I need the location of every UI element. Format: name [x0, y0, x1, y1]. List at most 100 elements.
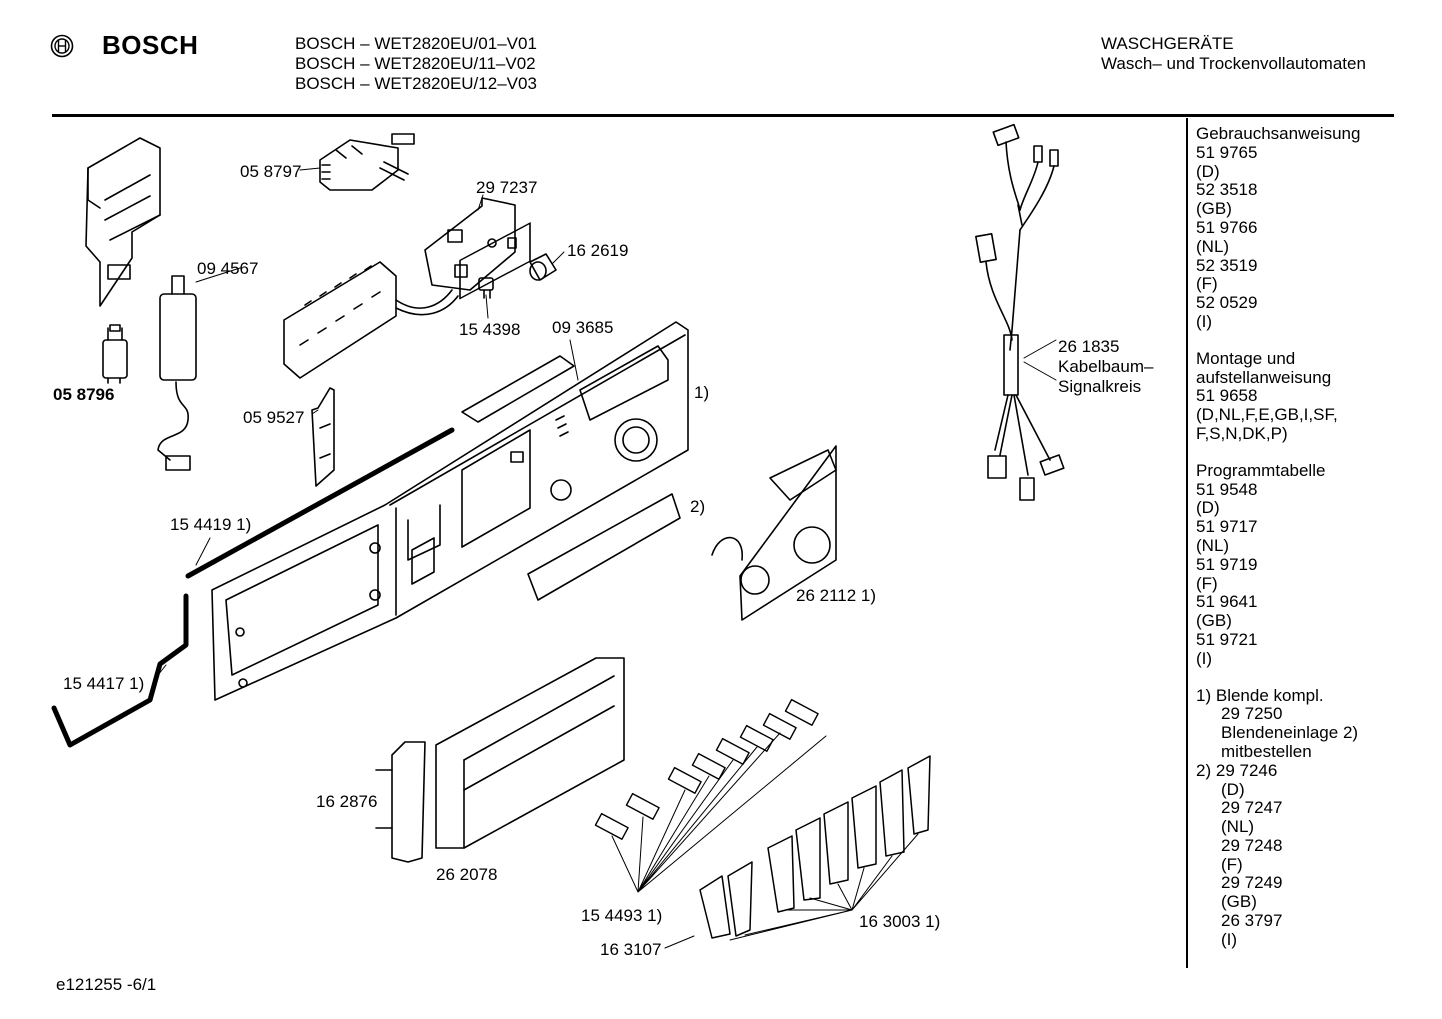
documentation-sidebar: Gebrauchsanweisung 51 9765 (D) 52 3518 (… [1196, 124, 1361, 950]
drawer-cover [435, 657, 625, 849]
brand-name: BOSCH [102, 30, 199, 60]
sidebar-line: 51 9719 [1196, 554, 1258, 574]
small-capacitor [102, 324, 128, 384]
label-059527: 05 9527 [243, 408, 305, 427]
sidebar-line: (D,NL,F,E,GB,I,SF, [1196, 405, 1338, 425]
sidebar-line: aufstellanweisung [1196, 367, 1332, 387]
mounting-bracket [85, 137, 161, 307]
fascia-panel [211, 222, 689, 701]
connector-15-4398 [478, 277, 494, 299]
sidebar-line: (F) [1221, 854, 1243, 874]
blende-insert [527, 493, 681, 601]
note-marker: 1) [1196, 685, 1212, 705]
rotary-switch [319, 133, 415, 191]
label-163107: 16 3107 [600, 940, 662, 959]
label-261835: 26 1835 [1058, 337, 1120, 356]
header-rule [52, 114, 1394, 117]
rod-15-4419 [185, 427, 455, 579]
sidebar-line: 52 3518 [1196, 180, 1258, 200]
note-text: Blende kompl. [1215, 685, 1324, 705]
leader-lines [153, 167, 579, 681]
label-058797: 05 8797 [240, 162, 302, 181]
sidebar-line: (NL) [1196, 236, 1230, 256]
sidebar-line: (D) [1196, 161, 1220, 181]
led-board [283, 261, 459, 379]
label-058796: 05 8796 [53, 385, 115, 404]
label-297237: 29 7237 [476, 178, 538, 197]
capacitor [157, 275, 197, 471]
sidebar-line: 51 9717 [1196, 517, 1258, 537]
gebrauch-block: Gebrauchsanweisung 51 9765 (D) 52 3518 (… [1196, 124, 1361, 332]
sidebar-line: Blendeneinlage 2) [1221, 723, 1359, 743]
sidebar-line: 29 7248 [1221, 835, 1283, 855]
sidebar-line: (GB) [1196, 611, 1232, 631]
springs [594, 698, 827, 893]
sidebar-line: (I) [1196, 648, 1213, 668]
label-094567: 09 4567 [197, 259, 259, 278]
button-bar [375, 741, 426, 863]
footer-id: e121255 -6/1 [56, 975, 157, 994]
sidebar-line: (F) [1196, 573, 1218, 593]
brand-block: BOSCH [50, 30, 198, 61]
sidebar-line: 51 9548 [1196, 479, 1258, 499]
label-262112: 26 2112 1) [796, 586, 877, 605]
control-pcb [424, 197, 517, 291]
category-subtitle: Wasch– und Trockenvollautomaten [1101, 54, 1366, 73]
sidebar-line: 51 9658 [1196, 386, 1258, 406]
sidebar-line: 51 9641 [1196, 592, 1258, 612]
sidebar-line: 29 7249 [1221, 873, 1283, 893]
sidebar-line: 51 9721 [1196, 629, 1258, 649]
model-line-2: BOSCH – WET2820EU/11–V02 [295, 54, 536, 73]
note-2-line: 2) 29 7246 [1196, 760, 1360, 781]
note-marker: 2) [1196, 760, 1212, 780]
label-cable-2: Signalkreis [1058, 377, 1142, 396]
sidebar-line: Montage und [1196, 348, 1296, 368]
note-1-line: 1) Blende kompl. [1196, 685, 1360, 706]
label-162876: 16 2876 [316, 792, 378, 811]
lever-05-9527 [311, 387, 335, 487]
bosch-logo-icon [50, 34, 74, 57]
sidebar-line: 29 7250 [1221, 704, 1283, 724]
sidebar-line: (GB) [1221, 892, 1257, 912]
label-162619: 16 2619 [567, 241, 629, 260]
sidebar-line: F,S,N,DK,P) [1196, 423, 1288, 443]
sidebar-line: (F) [1196, 274, 1218, 294]
sidebar-divider [1186, 118, 1188, 968]
label-154419: 15 4419 1) [170, 515, 252, 534]
label-cable-1: Kabelbaum– [1058, 357, 1154, 376]
sidebar-line: (D) [1196, 498, 1220, 518]
push-buttons [664, 755, 931, 949]
programm-block: Programmtabelle 51 9548 (D) 51 9717 (NL)… [1196, 460, 1360, 669]
knob-assembly [711, 445, 837, 621]
sidebar-line: 51 9766 [1196, 217, 1258, 237]
sidebar-line: 51 9765 [1196, 142, 1258, 162]
notes-block: 1) Blende kompl. 29 7250 Blendeneinlage … [1196, 685, 1360, 950]
display-overlay [461, 355, 575, 423]
sidebar-line: 29 7247 [1221, 798, 1283, 818]
sidebar-line: (D) [1221, 779, 1245, 799]
sidebar-line: 26 3797 [1221, 911, 1283, 931]
label-093685: 09 3685 [552, 318, 614, 337]
sidebar-line: 52 0529 [1196, 293, 1258, 313]
label-note-1: 1) [694, 383, 710, 402]
montage-block: Montage und aufstellanweisung 51 9658 (D… [1196, 348, 1360, 444]
label-154398: 15 4398 [459, 320, 521, 339]
wire-15-4417 [51, 593, 189, 748]
sidebar-line: Gebrauchsanweisung [1196, 124, 1361, 143]
category-title: WASCHGERÄTE [1101, 34, 1234, 53]
label-note-2: 2) [690, 497, 706, 516]
model-line-1: BOSCH – WET2820EU/01–V01 [295, 34, 537, 53]
sidebar-line: (GB) [1196, 199, 1232, 219]
sidebar-line: (NL) [1196, 535, 1230, 555]
label-154493: 15 4493 1) [581, 906, 663, 925]
sidebar-line: (I) [1221, 929, 1238, 949]
sidebar-line: Programmtabelle [1196, 460, 1326, 480]
label-154417: 15 4417 1) [63, 674, 145, 693]
sidebar-line: mitbestellen [1221, 741, 1312, 761]
model-line-3: BOSCH – WET2820EU/12–V03 [295, 74, 537, 93]
label-262078: 26 2078 [436, 865, 498, 884]
sidebar-line: (I) [1196, 311, 1213, 331]
sidebar-line: (NL) [1221, 817, 1255, 837]
note-text: 29 7246 [1215, 760, 1278, 780]
